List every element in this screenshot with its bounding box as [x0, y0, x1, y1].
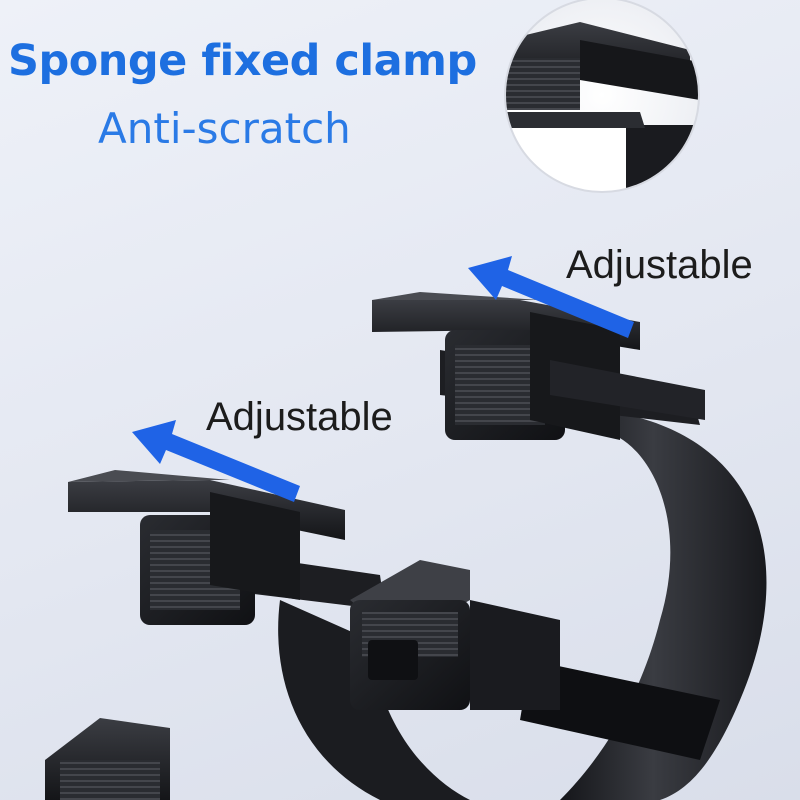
arrow-left-icon — [132, 420, 300, 502]
adjustable-label-upper: Adjustable — [566, 243, 753, 287]
adjustable-label-lower: Adjustable — [206, 395, 393, 439]
arrow-left-icon — [468, 256, 634, 338]
upper-clamp — [372, 292, 705, 440]
bottom-clamp — [45, 718, 170, 800]
subhead: Anti-scratch — [98, 104, 351, 153]
front-clamp — [350, 560, 560, 710]
zoom-detail — [504, 0, 700, 193]
headline: Sponge fixed clamp — [8, 36, 477, 86]
lower-clamp — [68, 470, 385, 625]
